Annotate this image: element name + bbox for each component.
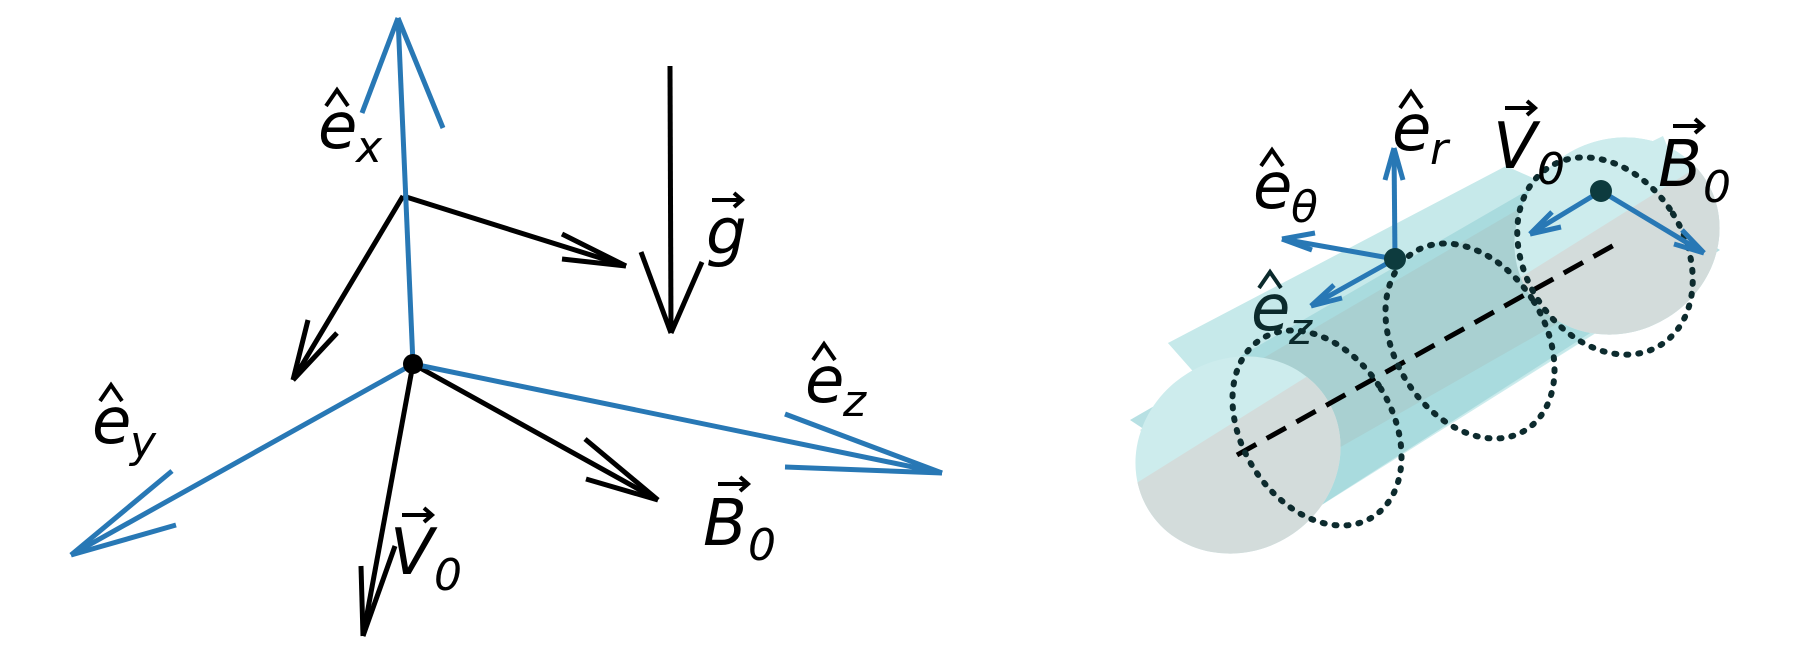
vector-arrow-icon	[718, 475, 752, 493]
velocity-vector-arrow	[358, 363, 416, 637]
ex-axis-arrow	[359, 17, 446, 365]
svg-text:y: y	[128, 417, 157, 468]
cylinder-end-point	[1590, 180, 1612, 202]
dotted-circle-1	[1229, 327, 1405, 529]
v0-right-label: V 0	[1493, 99, 1565, 195]
svg-text:e: e	[1253, 150, 1292, 224]
etheta-axis-arrow	[1281, 230, 1396, 262]
right-labels: e r e θ e z V 0 B 0	[1251, 88, 1731, 355]
svg-text:g: g	[706, 196, 747, 270]
origin-point	[403, 354, 423, 374]
svg-text:z: z	[1288, 304, 1313, 355]
svg-text:0: 0	[434, 550, 462, 601]
hat-icon	[324, 86, 350, 108]
v0-right-arrow	[1528, 188, 1603, 237]
ey-axis-arrow	[69, 361, 415, 558]
svg-text:e: e	[805, 344, 844, 418]
magnetic-field-vector-arrow	[411, 361, 660, 503]
cylinder-axis	[1235, 241, 1618, 458]
svg-text:e: e	[1251, 272, 1290, 346]
svg-text:0: 0	[748, 520, 776, 571]
magnetic-field-label: B 0	[703, 475, 776, 571]
etheta-label: e θ	[1253, 146, 1318, 233]
ez-axis-arrow	[412, 361, 943, 476]
gravity-label: g	[706, 191, 747, 270]
b0-right-label: B 0	[1658, 117, 1731, 213]
svg-text:B: B	[703, 487, 747, 561]
vector-arrow-icon	[1505, 99, 1539, 117]
left-diagram	[69, 17, 943, 637]
hat-icon	[811, 340, 837, 362]
ez-label: e z	[805, 340, 867, 427]
svg-text:V: V	[1493, 110, 1541, 184]
hat-icon	[98, 381, 124, 403]
dotted-circle-3	[1514, 154, 1696, 358]
svg-text:e: e	[1392, 92, 1431, 166]
svg-text:r: r	[1430, 124, 1451, 175]
vector-arrow-icon	[402, 506, 436, 524]
upper-frame-vector-1	[290, 194, 406, 382]
svg-text:e: e	[92, 385, 131, 459]
ey-label: e y	[92, 381, 157, 468]
ez-right-axis-arrow	[1309, 256, 1397, 309]
cylinder-surface-point	[1384, 248, 1406, 270]
dotted-circle-2	[1382, 240, 1558, 442]
hat-icon	[1257, 268, 1283, 290]
cylinder	[1122, 136, 1757, 593]
svg-text:θ: θ	[1291, 182, 1318, 233]
hat-icon	[1398, 88, 1424, 110]
er-label: e r	[1392, 88, 1451, 175]
vector-arrow-icon	[1673, 117, 1707, 135]
right-vectors	[1281, 147, 1706, 309]
svg-text:0: 0	[1537, 144, 1565, 195]
left-labels: e x e y e z g V 0 B 0	[92, 86, 867, 601]
svg-text:x: x	[354, 122, 383, 173]
svg-text:B: B	[1658, 128, 1702, 202]
svg-text:0: 0	[1703, 162, 1731, 213]
ez-right-label: e z	[1251, 268, 1313, 355]
upper-frame-vector-2	[402, 193, 628, 269]
svg-text:e: e	[318, 90, 357, 164]
velocity-label: V 0	[390, 506, 462, 601]
hat-icon	[1259, 146, 1285, 168]
gravity-vector-arrow	[638, 65, 705, 335]
svg-text:V: V	[390, 516, 438, 590]
svg-text:z: z	[842, 376, 867, 427]
er-axis-arrow	[1382, 147, 1406, 260]
b0-right-arrow	[1599, 188, 1706, 256]
ex-label: e x	[318, 86, 383, 173]
vector-arrow-icon	[712, 191, 746, 209]
